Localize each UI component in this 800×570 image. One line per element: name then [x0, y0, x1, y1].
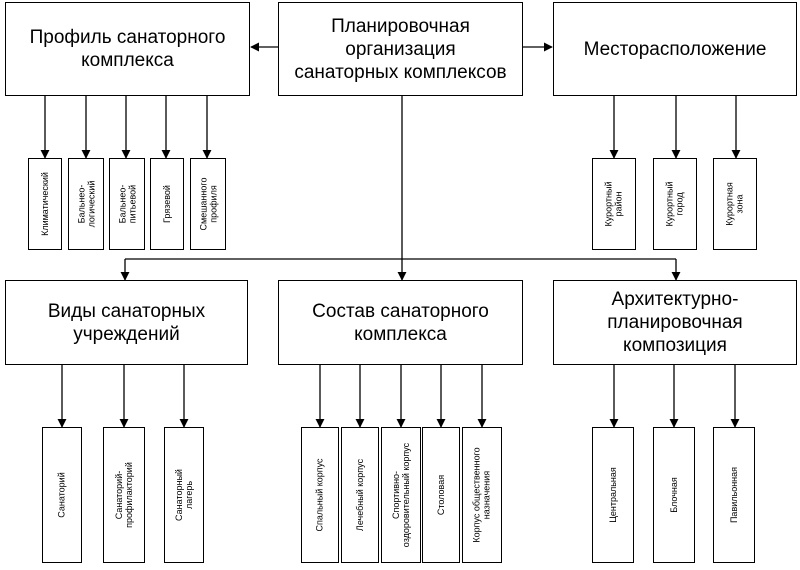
profile-item-climatic: Климатический	[28, 158, 62, 250]
architecture-item-block: Блочная	[653, 427, 695, 563]
location-box: Месторасположение	[553, 2, 797, 96]
profile-item-mixed: Смешанного профиля	[190, 158, 226, 250]
composition-box: Состав санаторного комплекса	[278, 280, 523, 365]
profile-item-balneological: Бальнео- логический	[68, 158, 104, 250]
center-box: Планировочная организация санаторных ком…	[278, 2, 523, 96]
composition-item-canteen: Столовая	[422, 427, 460, 563]
architecture-item-central: Центральная	[592, 427, 634, 563]
architecture-item-pavilion: Павильонная	[713, 427, 755, 563]
composition-item-sports: Спортивно- оздоровительный корпус	[381, 427, 421, 563]
profile-item-mud: Грязевой	[150, 158, 184, 250]
profile-item-balneo-drinking: Бальнео- питьевой	[109, 158, 145, 250]
types-item-prophylactorium: Санаторий- профилакторий	[103, 427, 145, 563]
types-item-camp: Санаторный лагерь	[164, 427, 204, 563]
composition-item-public: Корпус общественного назначения	[462, 427, 502, 563]
types-box: Виды санаторных учреждений	[5, 280, 248, 365]
location-item-city: Курортный город	[653, 158, 697, 250]
profile-box: Профиль санаторного комплекса	[5, 2, 250, 96]
location-item-zone: Курортная зона	[713, 158, 757, 250]
architecture-box: Архитектурно- планировочная композиция	[553, 280, 797, 365]
composition-item-sleeping: Спальный корпус	[301, 427, 339, 563]
types-item-sanatorium: Санаторий	[42, 427, 82, 563]
location-item-district: Курортный район	[592, 158, 636, 250]
composition-item-medical: Лечебный корпус	[341, 427, 379, 563]
